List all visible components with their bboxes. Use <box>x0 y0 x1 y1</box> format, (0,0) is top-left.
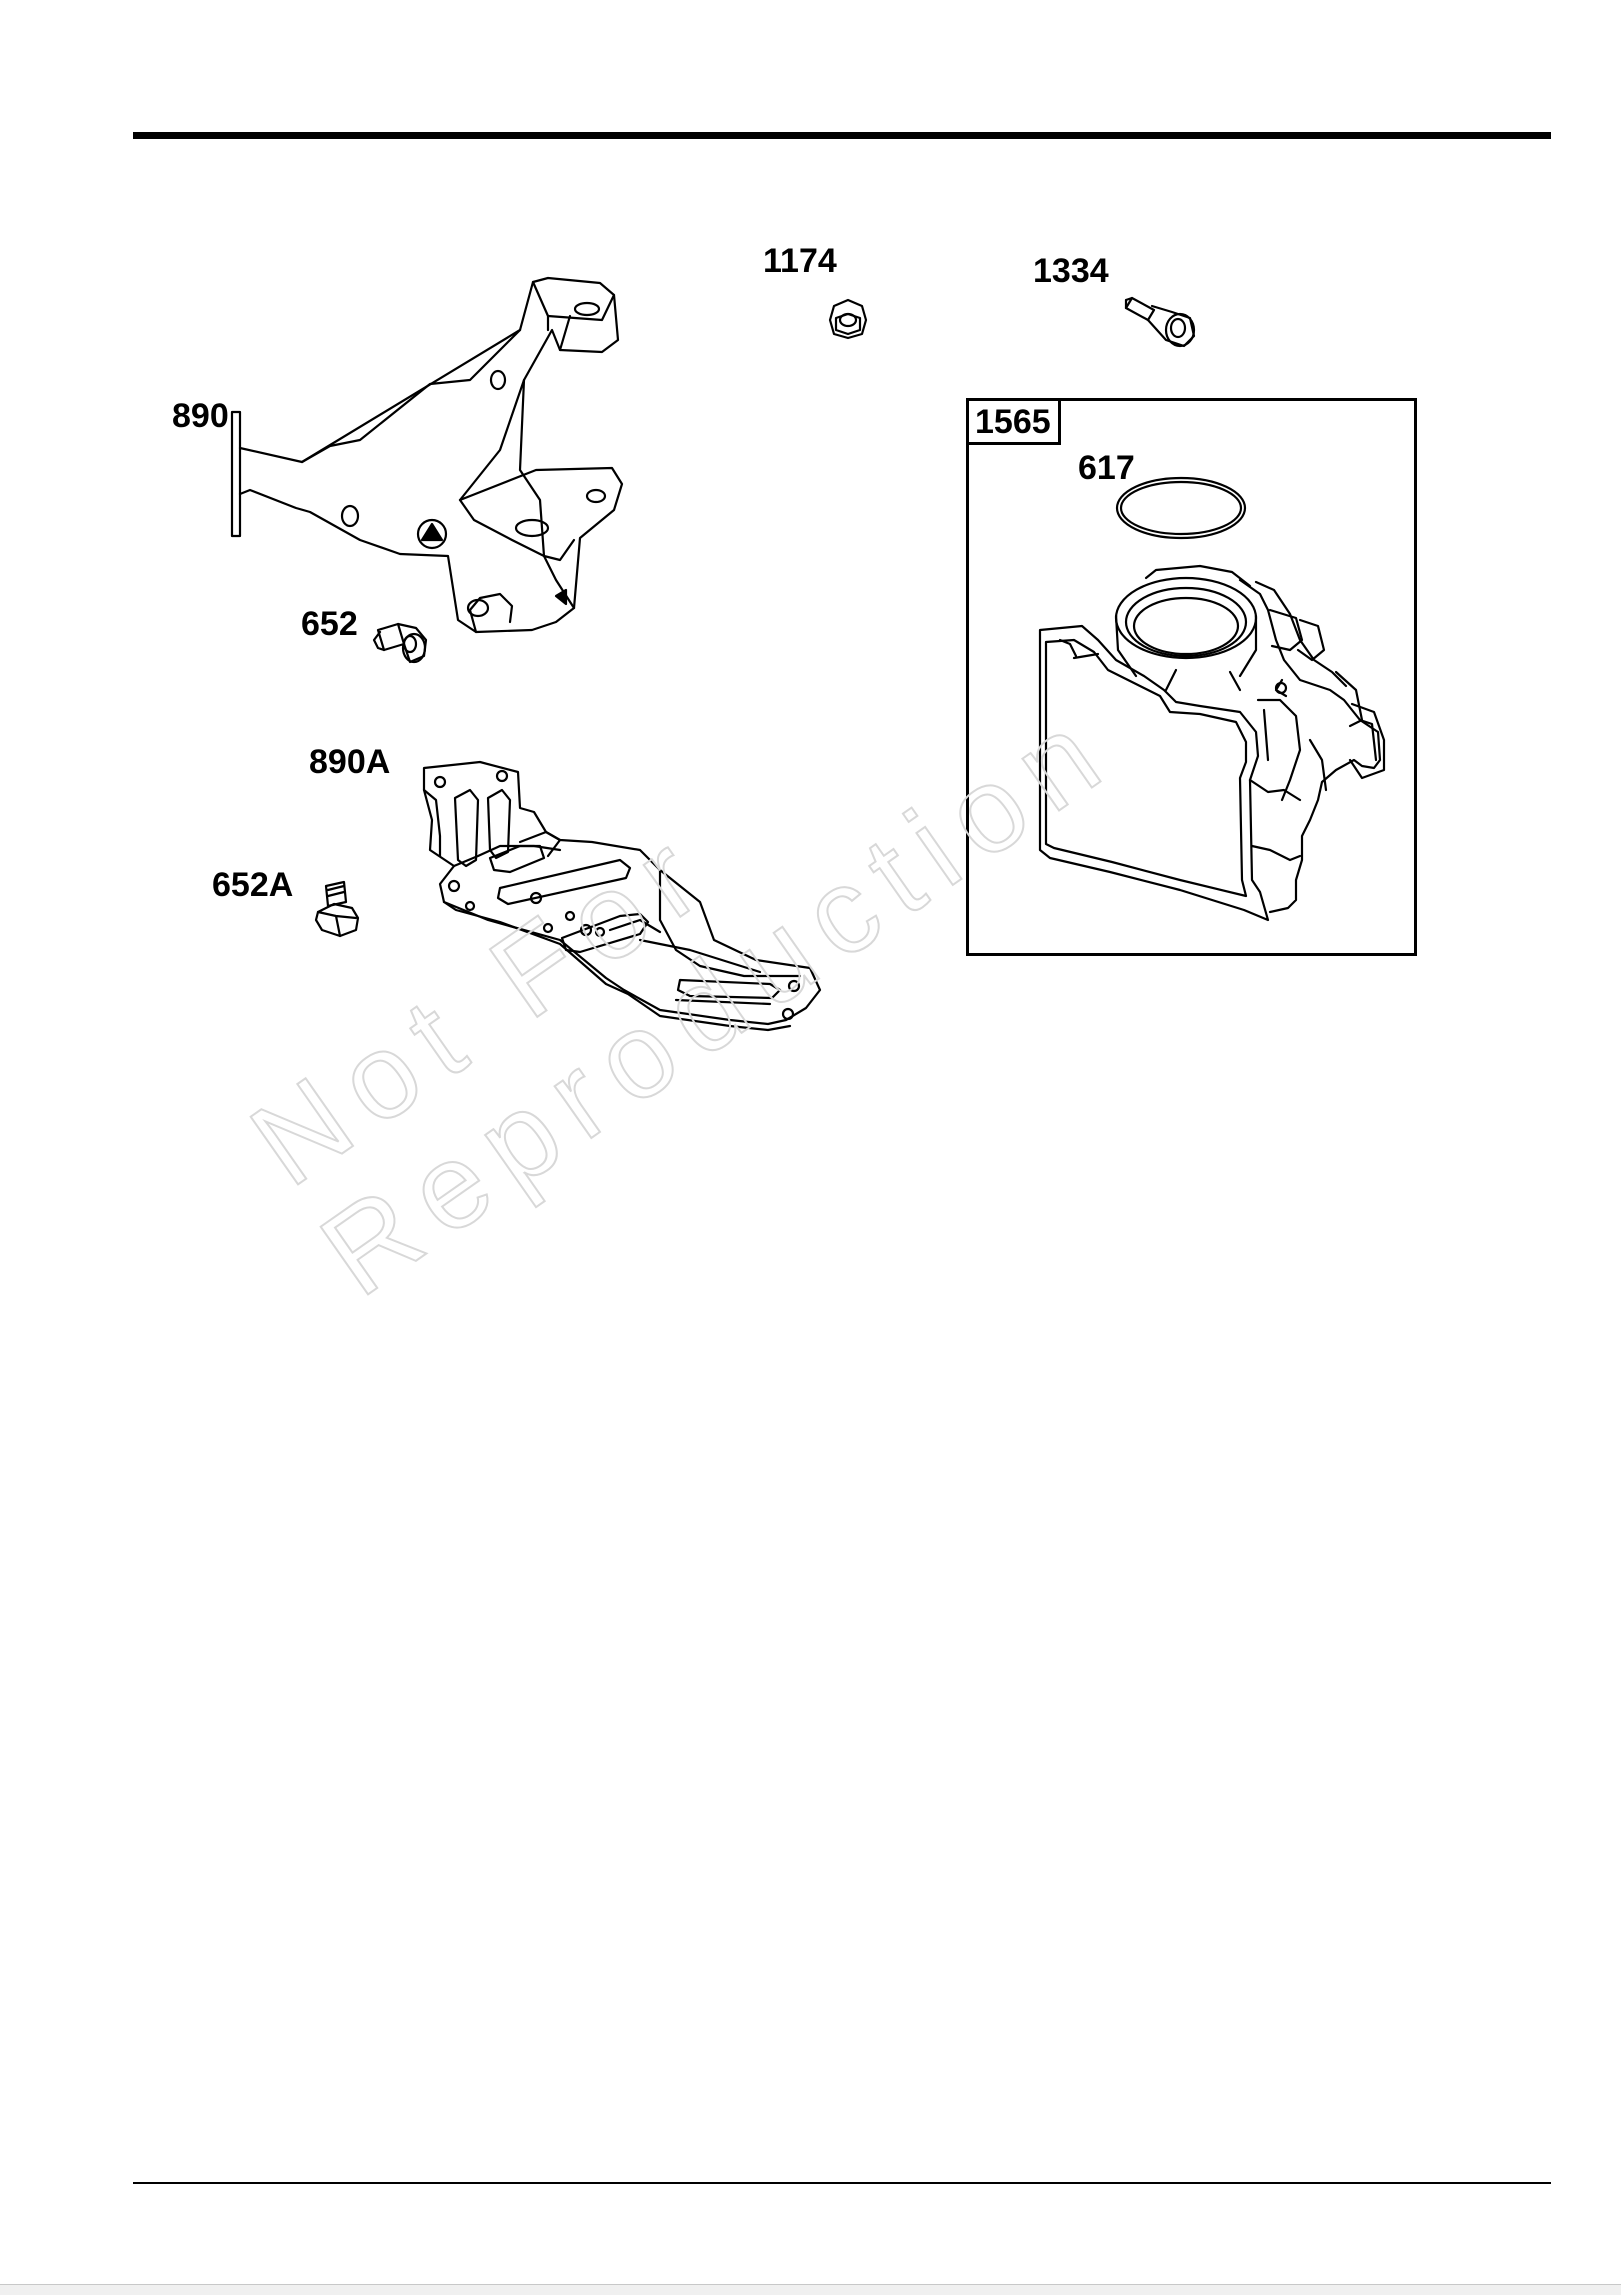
callout-652: 652 <box>301 607 358 641</box>
callout-1565: 1565 <box>975 403 1051 441</box>
bolt-652-drawing <box>374 624 426 662</box>
callout-890: 890 <box>172 399 229 433</box>
bottom-strip <box>0 2284 1621 2295</box>
bracket-890-drawing <box>232 278 622 632</box>
kit-tag: 1565 <box>969 401 1061 445</box>
callout-890a: 890A <box>309 745 390 779</box>
bolt-1334-drawing <box>1126 298 1194 346</box>
kit-box-1565: 1565 <box>966 398 1417 956</box>
screw-652a-drawing <box>316 882 358 936</box>
plate-890a-drawing <box>424 762 820 1030</box>
callout-1174: 1174 <box>763 244 837 278</box>
nut-1174-drawing <box>830 300 866 338</box>
callout-652a: 652A <box>212 868 293 902</box>
callout-1334: 1334 <box>1033 254 1109 288</box>
bottom-rule <box>133 2182 1551 2184</box>
